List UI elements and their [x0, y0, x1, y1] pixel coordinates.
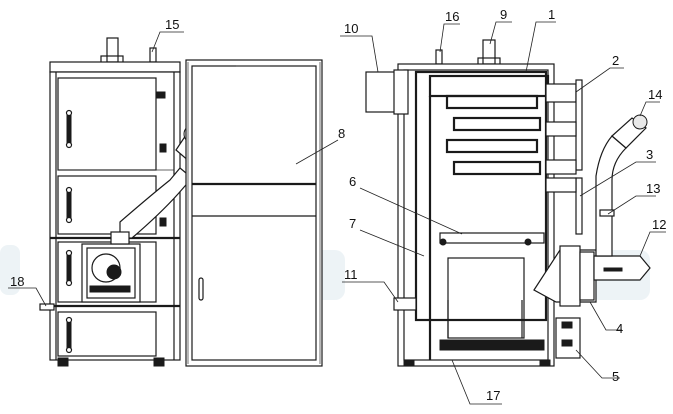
- callout-6: 6: [349, 174, 356, 189]
- front-view-boiler: [39, 37, 221, 367]
- callout-15: 15: [165, 17, 179, 32]
- fuel-hopper: [185, 59, 323, 367]
- callout-12: 12: [652, 217, 666, 232]
- section-view-boiler: [365, 39, 651, 367]
- callout-16: 16: [445, 9, 459, 24]
- callout-14: 14: [648, 87, 662, 102]
- callout-18: 18: [10, 274, 24, 289]
- leader-lines: [8, 21, 666, 405]
- callout-10: 10: [344, 21, 358, 36]
- callout-1: 1: [548, 7, 555, 22]
- callout-5: 5: [612, 369, 619, 384]
- callout-3: 3: [646, 147, 653, 162]
- callout-9: 9: [500, 7, 507, 22]
- callout-2: 2: [612, 53, 619, 68]
- callout-8: 8: [338, 126, 345, 141]
- callout-7: 7: [349, 216, 356, 231]
- callout-11: 11: [344, 267, 358, 282]
- callout-13: 13: [646, 181, 660, 196]
- callout-17: 17: [486, 388, 500, 403]
- callout-labels: 15 8 18 10 16 9 1 2 14 3 13 12 6 7 11 4 …: [10, 7, 666, 403]
- callout-4: 4: [616, 321, 623, 336]
